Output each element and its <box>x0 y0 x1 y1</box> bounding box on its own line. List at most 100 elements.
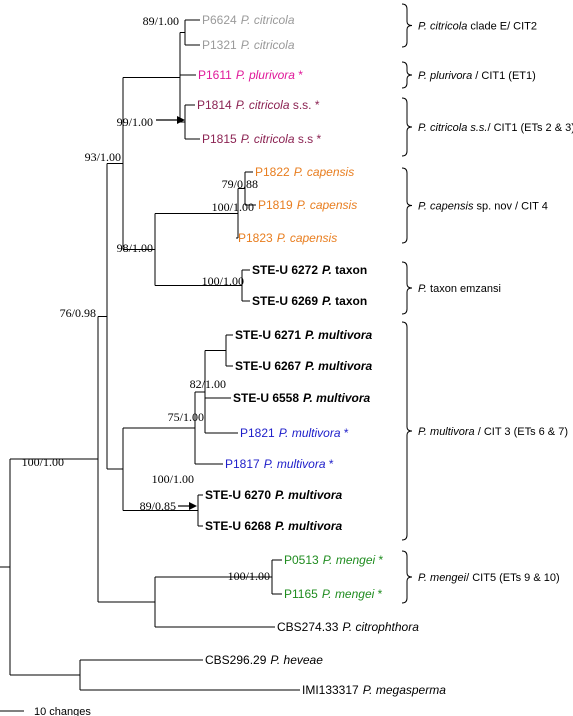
taxon-code: P0513 <box>284 553 319 567</box>
taxon-species: P. mengei <box>322 587 375 601</box>
clade-label-italic: P. mengei <box>418 572 467 584</box>
arrow-89-head <box>189 502 197 510</box>
clade-brace-g4 <box>401 167 413 244</box>
clade-label-rest: / CIT1 (ETs 2 & 3) <box>488 122 573 134</box>
taxon-species: P. citricola <box>241 13 295 27</box>
taxon-code: STE-U 6558 <box>233 391 299 405</box>
taxon-suffix: * <box>295 68 303 82</box>
support-value-s3: 93/1.00 <box>85 150 121 164</box>
taxon-label-P1819: P1819 P. capensis <box>258 198 357 212</box>
clade-label-g1: P. citricola clade E/ CIT2 <box>418 21 537 33</box>
taxon-code: P1815 <box>202 132 237 146</box>
taxon-species: P. capensis <box>297 198 358 212</box>
taxon-species: P. multivora <box>305 359 372 373</box>
taxon-suffix: * <box>375 553 383 567</box>
taxon-label-P1815: P1815 P. citricola s.s * <box>202 132 322 146</box>
clade-brace-g1 <box>401 3 413 48</box>
taxon-code: P6624 <box>202 13 237 27</box>
clade-label-italic: P. capensis <box>418 201 474 213</box>
taxon-suffix: s.s. * <box>290 98 320 112</box>
arrow-99-head <box>177 116 185 124</box>
tree-branches <box>0 19 300 691</box>
taxon-code: P1822 <box>255 165 290 179</box>
arrow-markers <box>156 116 197 510</box>
clade-brace-g5 <box>401 261 413 315</box>
clade-label-rest: clade E/ CIT2 <box>467 21 537 33</box>
clade-label-rest: / CIT5 (ETs 9 & 10) <box>466 572 560 584</box>
taxon-label-S6267: STE-U 6267 P. multivora <box>235 359 372 373</box>
taxon-code: STE-U 6270 <box>205 488 271 502</box>
taxon-species: P. multivora <box>275 519 342 533</box>
taxon-code: STE-U 6272 <box>252 263 318 277</box>
taxon-species: P. citricola <box>241 132 295 146</box>
taxon-label-P0513: P0513 P. mengei * <box>284 553 384 567</box>
clade-label-italic: P. multivora <box>418 426 475 438</box>
taxon-label-S6558: STE-U 6558 P. multivora <box>233 391 370 405</box>
support-value-s7: 100/1.00 <box>202 274 244 288</box>
taxon-code: P1321 <box>202 38 237 52</box>
clade-brace-g6 <box>401 321 413 541</box>
support-value-s8: 76/0.98 <box>60 306 96 320</box>
taxon-species: P. multivora <box>264 457 326 471</box>
clade-label-g7: P. mengei/ CIT5 (ETs 9 & 10) <box>418 572 560 584</box>
taxon-code: STE-U 6267 <box>235 359 301 373</box>
clade-brace-g2 <box>401 61 413 89</box>
taxon-species: P. plurivora <box>236 68 295 82</box>
taxon-species: P. mengei <box>323 553 376 567</box>
taxon-suffix: * <box>374 587 382 601</box>
taxon-code: P1823 <box>238 231 273 245</box>
clade-label-rest: / CIT1 (ET1) <box>472 70 536 82</box>
taxon-code: P1819 <box>258 198 293 212</box>
support-values: 89/1.0099/1.0093/1.0079/0.88100/1.0098/1… <box>22 14 270 583</box>
taxon-suffix: s.s * <box>295 132 322 146</box>
taxon-code: CBS274.33 <box>277 620 339 634</box>
taxon-species: P. citrophthora <box>342 620 419 634</box>
taxon-species: P. heveae <box>270 653 323 667</box>
clade-label-italic: P. <box>418 283 427 295</box>
taxon-code: STE-U 6271 <box>235 328 301 342</box>
scale-bar: 10 changes <box>0 706 91 716</box>
support-value-s6: 98/1.00 <box>117 241 153 255</box>
clade-labels: P. citricola clade E/ CIT2 P. plurivora /… <box>418 21 573 585</box>
taxon-code: P1817 <box>225 457 260 471</box>
clade-label-italic: P. citricola <box>418 21 467 33</box>
taxon-species: P. multivora <box>303 391 370 405</box>
clade-label-g4: P. capensis sp. nov / CIT 4 <box>418 201 548 213</box>
clade-label-rest: / CIT 3 (ETs 6 & 7) <box>475 426 568 438</box>
support-value-s14: 100/1.00 <box>22 455 64 469</box>
clade-brace-g7 <box>401 550 413 604</box>
taxon-code: IMI133317 <box>302 683 359 697</box>
clade-label-g3: P. citricola s.s./ CIT1 (ETs 2 & 3) <box>418 122 573 134</box>
taxon-species: P. <box>322 263 332 277</box>
taxon-code: P1165 <box>284 587 318 601</box>
support-value-s9: 82/1.00 <box>190 377 226 391</box>
taxon-species: P. citricola <box>241 38 295 52</box>
taxon-code: P1821 <box>240 426 275 440</box>
clade-label-g2: P. plurivora / CIT1 (ET1) <box>418 70 536 82</box>
clade-label-g6: P. multivora / CIT 3 (ETs 6 & 7) <box>418 426 568 438</box>
support-value-s4: 79/0.88 <box>222 177 258 191</box>
taxon-code: P1611 <box>198 68 232 82</box>
support-value-s2: 99/1.00 <box>117 115 153 129</box>
clade-label-italic: P. plurivora <box>418 70 472 82</box>
support-value-s10: 75/1.00 <box>168 410 204 424</box>
taxon-species: P. multivora <box>279 426 341 440</box>
support-value-s13: 100/1.00 <box>228 569 270 583</box>
taxon-label-P6624: P6624 P. citricola <box>202 13 295 27</box>
support-value-s11: 100/1.00 <box>152 472 194 486</box>
taxon-species: P. capensis <box>277 231 338 245</box>
support-value-s12: 89/0.85 <box>140 499 176 513</box>
taxon-label-P1165: P1165 P. mengei * <box>284 587 383 601</box>
